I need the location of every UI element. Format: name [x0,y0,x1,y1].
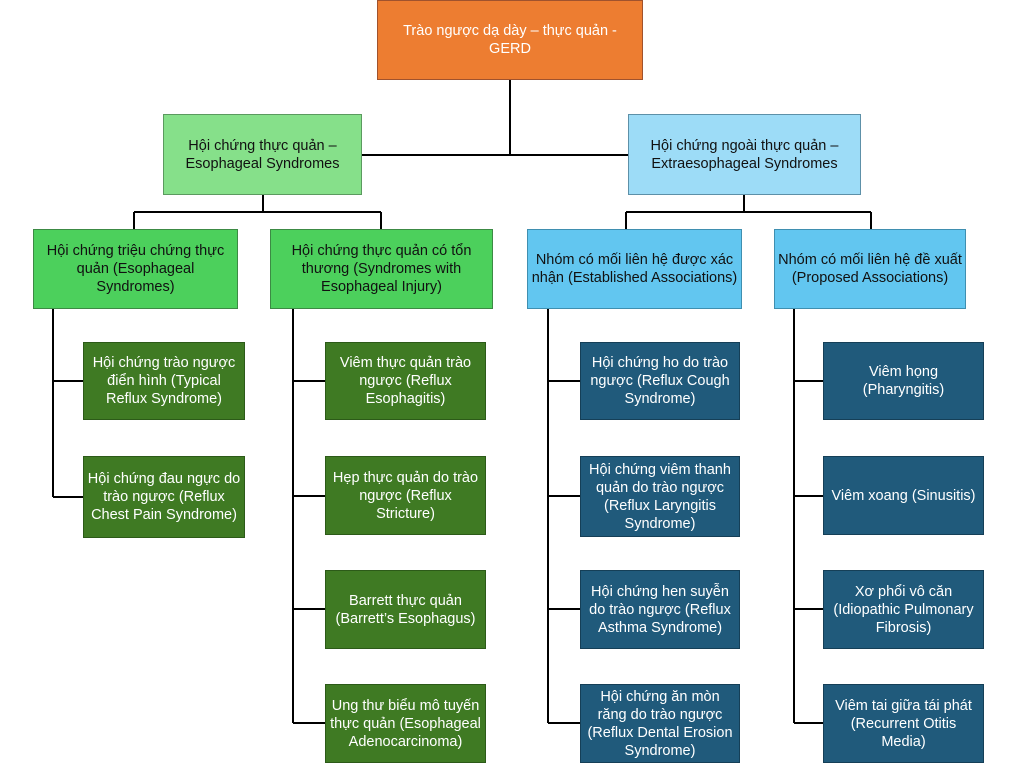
leaf-recurrent-otitis-media: Viêm tai giữa tái phát (Recurrent Otitis… [823,684,984,763]
extraesophageal-syndromes-label: Hội chứng ngoài thực quản – Extraesophag… [650,137,839,172]
leaf-reflux-esophagitis: Viêm thực quản trào ngược (Reflux Esopha… [325,342,486,420]
root-node: Trào ngược dạ dày – thực quản - GERD [377,0,643,80]
leaf-label: Viêm xoang (Sinusitis) [831,487,976,504]
leaf-label: Ung thư biểu mô tuyến thực quản (Esophag… [330,697,481,750]
esophageal-syndromes-node: Hội chứng thực quản – Esophageal Syndrom… [163,114,362,195]
root-node-label: Trào ngược dạ dày – thực quản - GERD [403,23,617,57]
extraesophageal-syndromes-node: Hội chứng ngoài thực quản – Extraesophag… [628,114,861,195]
leaf-reflux-cough-syndrome: Hội chứng ho do trào ngược (Reflux Cough… [580,342,740,420]
injury-syndromes-label: Hội chứng thực quản có tổn thương (Syndr… [291,243,472,295]
leaf-reflux-stricture: Hẹp thực quản do trào ngược (Reflux Stri… [325,456,486,535]
injury-syndromes-node: Hội chứng thực quản có tổn thương (Syndr… [270,229,493,309]
esophageal-syndromes-label: Hội chứng thực quản – Esophageal Syndrom… [185,137,340,172]
leaf-label: Hẹp thực quản do trào ngược (Reflux Stri… [332,469,479,522]
leaf-label: Hội chứng hen suyễn do trào ngược (Reflu… [589,583,731,636]
symptomatic-syndromes-label: Hội chứng triệu chứng thực quản (Esophag… [46,243,225,295]
leaf-label: Hội chứng ăn mòn răng do trào ngược (Ref… [587,688,733,759]
leaf-label: Hội chứng đau ngực do trào ngược (Reflux… [87,471,241,523]
leaf-label: Viêm tai giữa tái phát (Recurrent Otitis… [835,697,972,750]
proposed-associations-node: Nhóm có mối liên hệ đề xuất (Proposed As… [774,229,966,309]
established-associations-node: Nhóm có mối liên hệ được xác nhận (Estab… [527,229,742,309]
leaf-label: Hội chứng ho do trào ngược (Reflux Cough… [590,355,730,407]
leaf-barretts-esophagus: Barrett thực quản (Barrett’s Esophagus) [325,570,486,649]
leaf-reflux-chest-pain-syndrome: Hội chứng đau ngực do trào ngược (Reflux… [83,456,245,538]
symptomatic-syndromes-node: Hội chứng triệu chứng thực quản (Esophag… [33,229,238,309]
leaf-pharyngitis: Viêm họng (Pharyngitis) [823,342,984,420]
leaf-label: Viêm họng (Pharyngitis) [862,364,945,398]
leaf-label: Viêm thực quản trào ngược (Reflux Esopha… [339,355,472,407]
leaf-reflux-dental-erosion-syndrome: Hội chứng ăn mòn răng do trào ngược (Ref… [580,684,740,763]
leaf-label: Hội chứng viêm thanh quản do trào ngược … [589,461,731,532]
established-associations-label: Nhóm có mối liên hệ được xác nhận (Estab… [531,252,738,286]
leaf-esophageal-adenocarcinoma: Ung thư biểu mô tuyến thực quản (Esophag… [325,684,486,763]
leaf-reflux-asthma-syndrome: Hội chứng hen suyễn do trào ngược (Reflu… [580,570,740,649]
proposed-associations-label: Nhóm có mối liên hệ đề xuất (Proposed As… [778,252,962,286]
leaf-typical-reflux-syndrome: Hội chứng trào ngược điển hình (Typical … [83,342,245,420]
leaf-idiopathic-pulmonary-fibrosis: Xơ phổi vô căn (Idiopathic Pulmonary Fib… [823,570,984,649]
leaf-reflux-laryngitis-syndrome: Hội chứng viêm thanh quản do trào ngược … [580,456,740,537]
leaf-sinusitis: Viêm xoang (Sinusitis) [823,456,984,535]
leaf-label: Xơ phổi vô căn (Idiopathic Pulmonary Fib… [833,583,974,636]
leaf-label: Barrett thực quản (Barrett’s Esophagus) [335,592,476,627]
leaf-label: Hội chứng trào ngược điển hình (Typical … [92,355,236,407]
